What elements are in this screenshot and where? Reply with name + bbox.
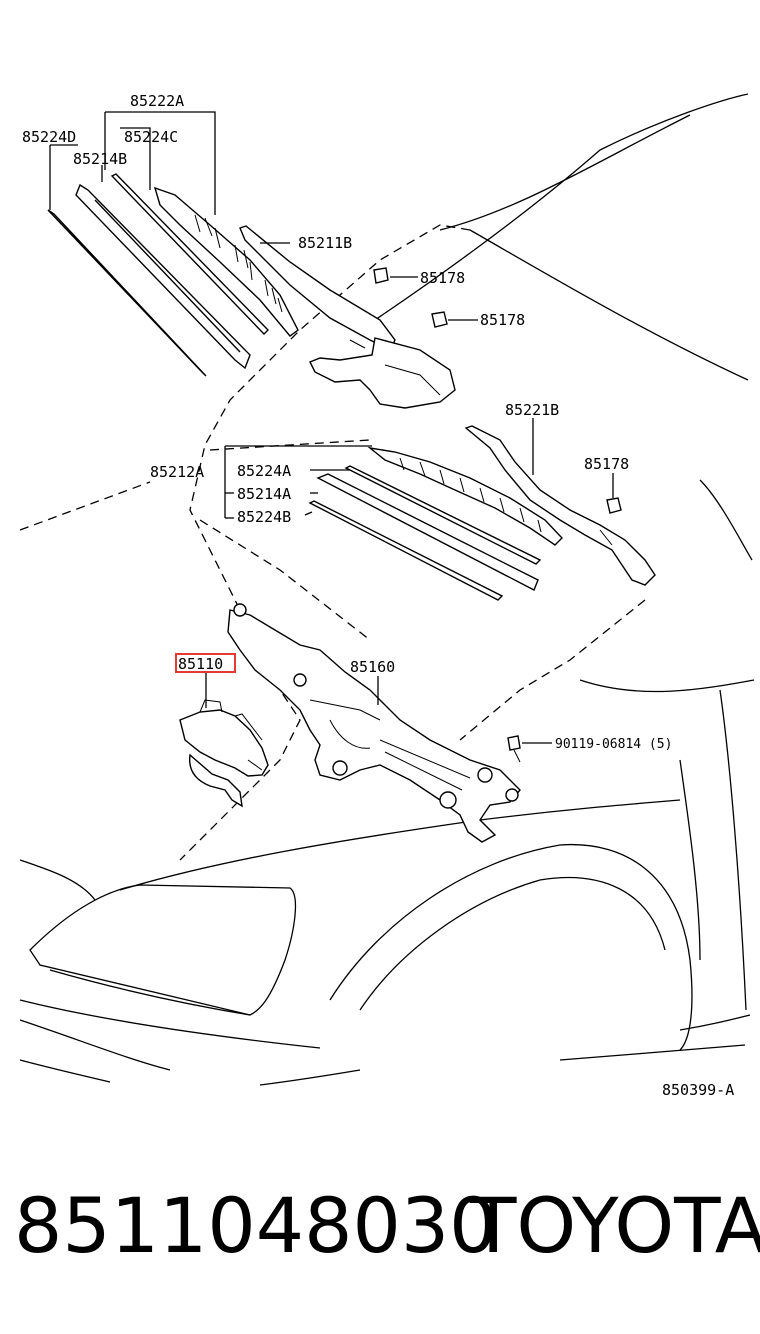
label-85178-mid: 85178: [480, 311, 525, 329]
label-85212A: 85212A: [150, 463, 204, 481]
part-number: 8511048030: [14, 1181, 498, 1270]
label-85224A: 85224A: [237, 462, 291, 480]
label-85221B: 85221B: [505, 401, 559, 419]
label-85224C: 85224C: [124, 128, 178, 146]
wiper-arm-85211B: [239, 225, 456, 409]
vehicle-body-outline: [19, 93, 755, 1086]
label-85160: 85160: [350, 658, 395, 676]
leader-lines: [49, 111, 614, 744]
nut-85178-right: [606, 497, 622, 514]
label-85224D: 85224D: [22, 128, 76, 146]
label-85214B: 85214B: [73, 150, 127, 168]
wiper-linkage-85160: [227, 603, 521, 843]
diagram-reference: 850399-A: [662, 1081, 734, 1099]
bolt-90119: [507, 735, 521, 763]
nut-85178-top: [373, 267, 389, 284]
label-90119: 90119-06814 (5): [555, 737, 672, 752]
assembly-boundary: [179, 224, 471, 861]
label-85110: 85110: [178, 655, 223, 673]
wiper-motor-85110: [179, 699, 269, 808]
label-85178-top: 85178: [420, 269, 465, 287]
label-85214A: 85214A: [237, 485, 291, 503]
label-85211B: 85211B: [298, 234, 352, 252]
wiper-arm-85221B: [464, 425, 656, 586]
label-85178-right: 85178: [584, 455, 629, 473]
part-labels: 85222A 85224D 85224C 85214B 85211B 85178…: [22, 92, 734, 1099]
nut-85178-mid: [431, 311, 448, 328]
label-85222A: 85222A: [130, 92, 184, 110]
highlight-box: [175, 653, 236, 673]
label-85224B: 85224B: [237, 508, 291, 526]
brand-name: TOYOTA: [470, 1181, 760, 1270]
lower-wiper-blades: [308, 446, 563, 601]
upper-wiper-blades: [47, 173, 299, 377]
